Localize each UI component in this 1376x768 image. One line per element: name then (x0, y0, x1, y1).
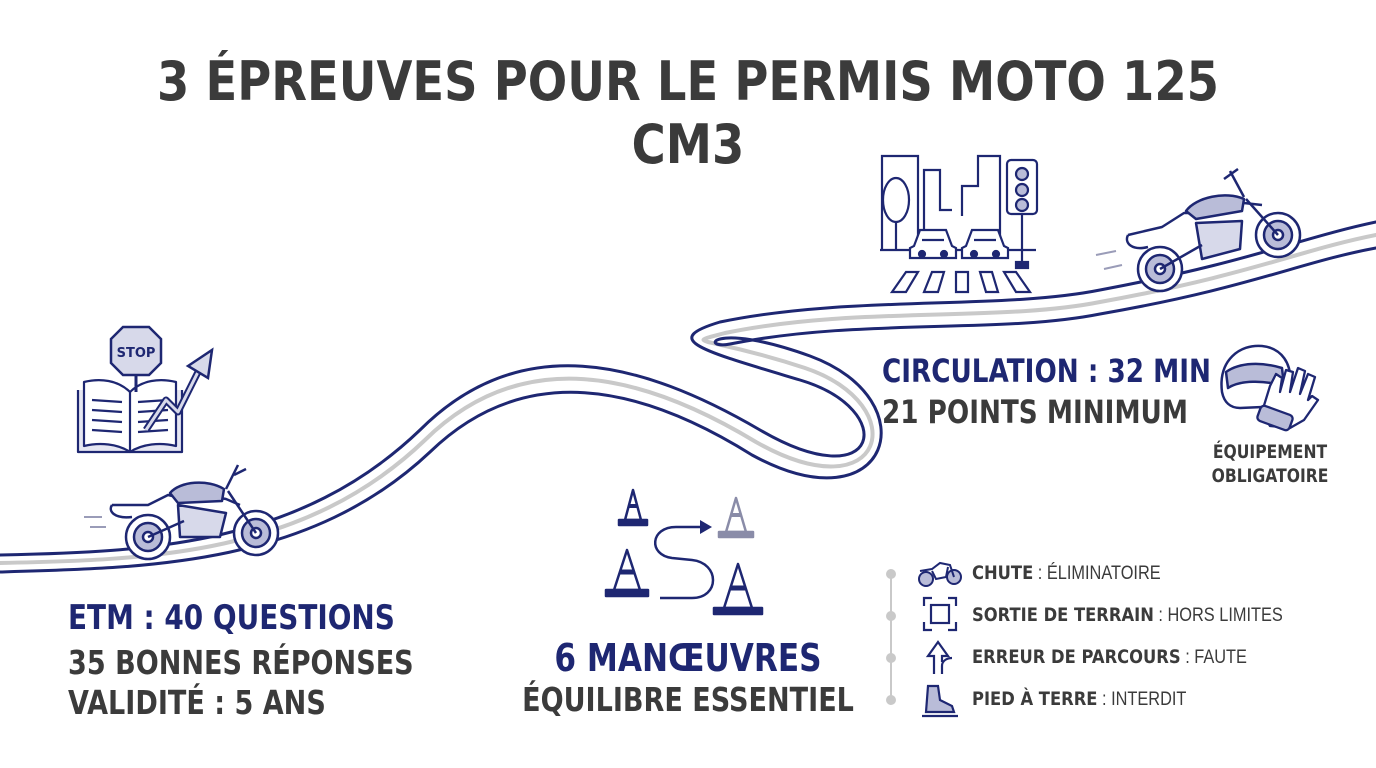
road-edge-bottom (0, 246, 1376, 574)
car-icon (960, 228, 1010, 260)
road-edge-top (0, 220, 1376, 557)
rule-sep: : (1097, 689, 1112, 710)
glove-icon (1256, 366, 1320, 432)
rule-value: HORS LIMITES (1167, 605, 1283, 626)
rule-value: ÉLIMINATOIRE (1046, 563, 1161, 584)
etm-heading: ETM : 40 QUESTIONS (68, 598, 395, 638)
rule-item-foot-down: PIED À TERRE : INTERDIT (972, 688, 1186, 711)
motorcycle-fall-icon (918, 561, 962, 587)
road (0, 220, 1376, 574)
stop-sign-label: STOP (117, 346, 156, 361)
road-center (0, 233, 1376, 565)
boot-on-ground-icon (922, 684, 958, 718)
cones-maneuver-icon (604, 488, 764, 616)
car-icon (908, 228, 958, 260)
equipment-line1: ÉQUIPEMENT (1212, 441, 1328, 463)
circulation-heading: CIRCULATION : 32 MIN (882, 352, 1211, 390)
rule-key: SORTIE DE TERRAIN (972, 604, 1154, 626)
crosswalk-icon (889, 270, 1033, 294)
theory-book-icon (76, 379, 184, 454)
etm-validity: VALIDITÉ : 5 ANS (68, 683, 326, 722)
rule-item-route-error: ERREUR DE PARCOURS : FAUTE (972, 646, 1247, 669)
equipment-line2: OBLIGATOIRE (1211, 465, 1329, 487)
stop-sign-icon: STOP (109, 325, 163, 392)
progress-arrow-icon (143, 347, 214, 432)
rule-sep: : (1033, 563, 1047, 584)
route-arrows-icon (925, 640, 953, 674)
etm-correct-answers: 35 BONNES RÉPONSES (68, 643, 414, 682)
rule-value: INTERDIT (1111, 689, 1187, 710)
city-traffic-icon (880, 154, 1039, 294)
rule-item-fall: CHUTE : ÉLIMINATOIRE (972, 562, 1161, 585)
rule-key: ERREUR DE PARCOURS (972, 646, 1181, 668)
equipment-label: ÉQUIPEMENT OBLIGATOIRE (1212, 440, 1329, 488)
motorcycle-right-icon (1095, 167, 1302, 293)
manoeuvres-heading: 6 MANŒUVRES (554, 636, 822, 680)
cone-icon (604, 548, 650, 598)
rule-sep: : (1153, 605, 1168, 626)
rule-key: CHUTE (972, 562, 1034, 584)
rule-value: FAUTE (1194, 647, 1247, 668)
manoeuvres-balance: ÉQUILIBRE ESSENTIEL (522, 680, 854, 719)
rule-item-out-of-bounds: SORTIE DE TERRAIN : HORS LIMITES (972, 604, 1283, 627)
cone-icon (712, 562, 764, 616)
cone-icon (617, 488, 649, 527)
rule-key: PIED À TERRE (972, 688, 1098, 710)
cone-icon (717, 496, 755, 539)
motorcycle-left-icon (84, 464, 280, 561)
page-title: 3 ÉPREUVES POUR LE PERMIS MOTO 125 CM3 (157, 50, 1219, 176)
slalom-path (653, 525, 715, 600)
circulation-points: 21 POINTS MINIMUM (882, 393, 1188, 431)
rule-sep: : (1180, 647, 1195, 668)
rules-timeline (886, 569, 896, 705)
boundary-frame-icon (922, 596, 958, 632)
